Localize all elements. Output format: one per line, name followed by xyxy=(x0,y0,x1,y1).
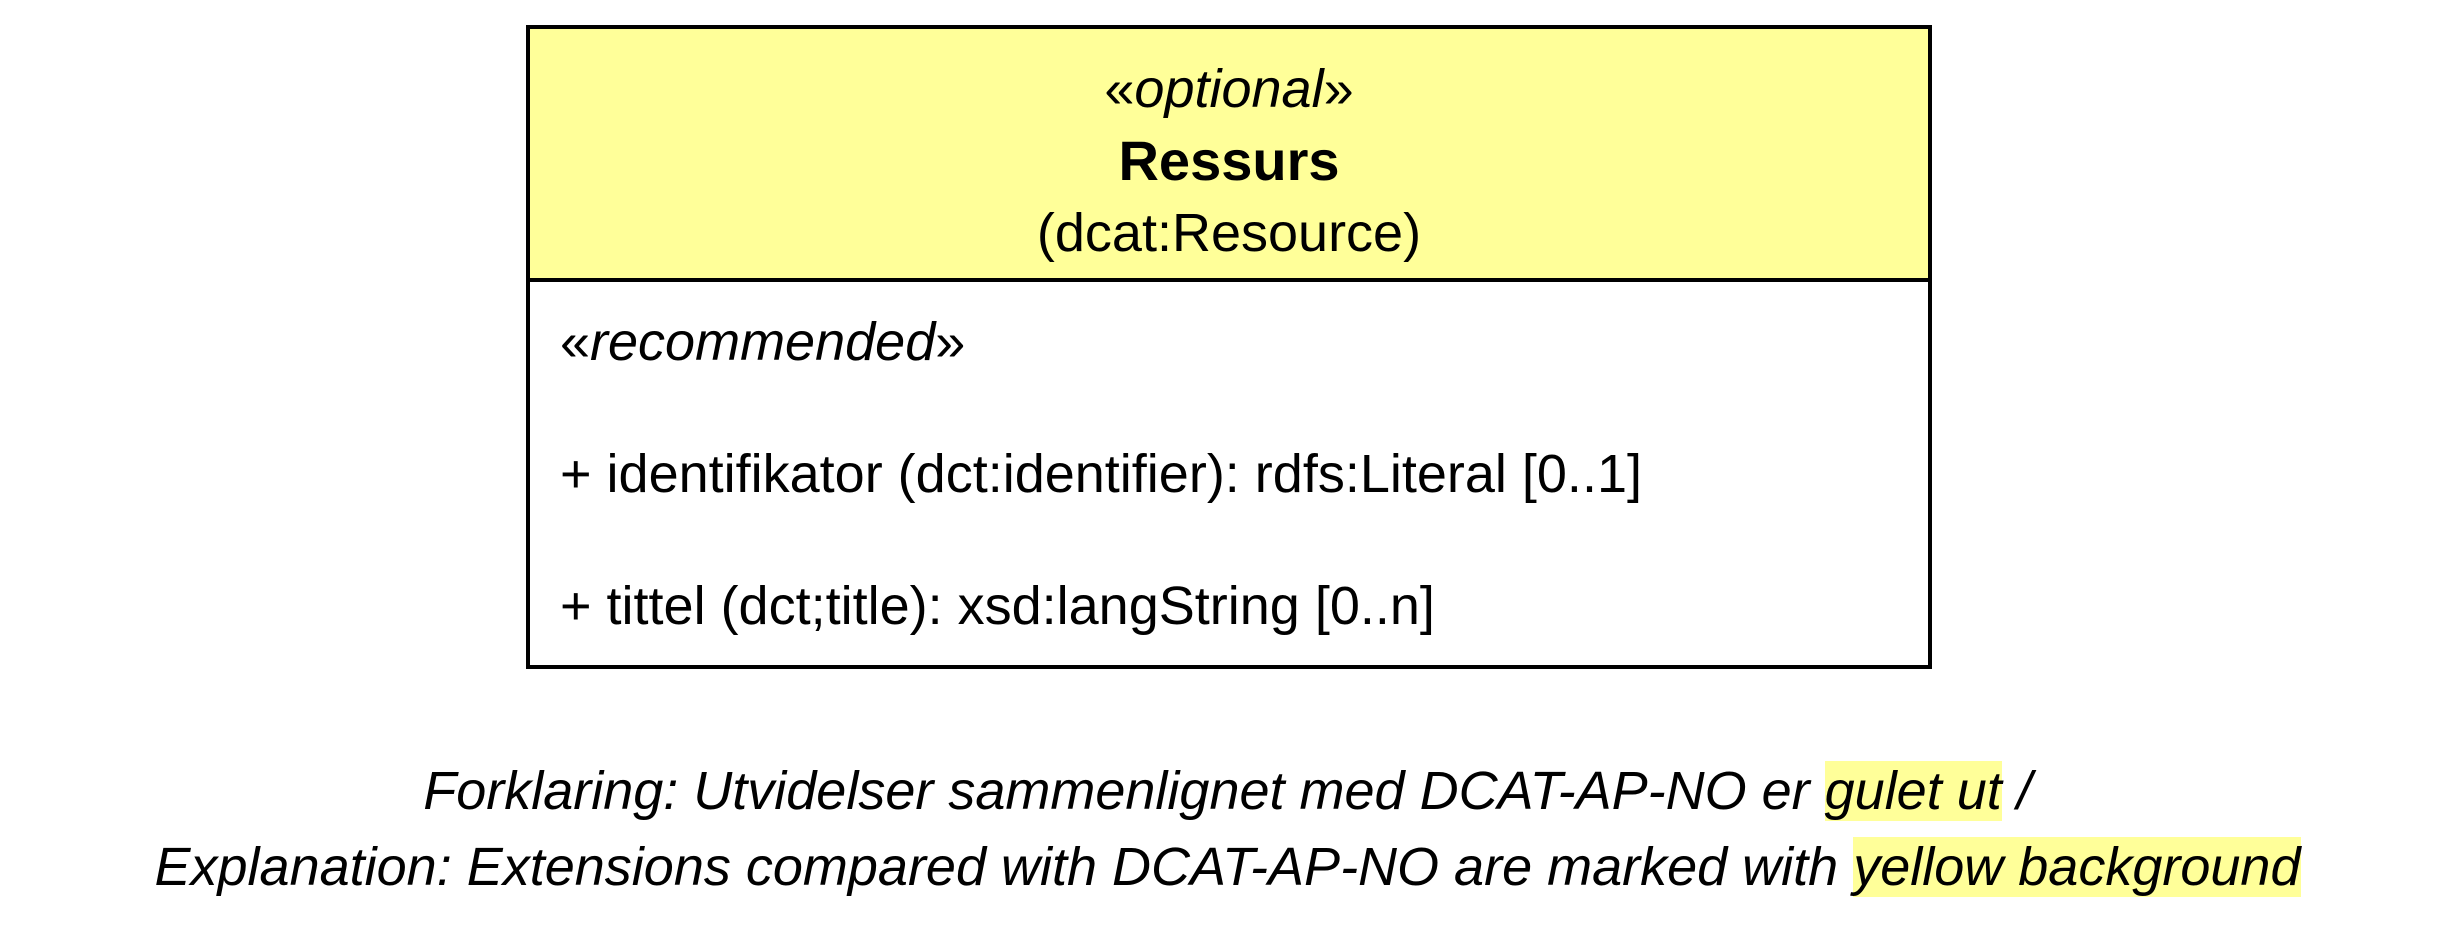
caption-line2-highlight: yellow background xyxy=(1853,837,2301,897)
stereotype-open-guillemet: « xyxy=(1104,59,1135,119)
caption-line-english: Explanation: Extensions compared with DC… xyxy=(0,829,2455,905)
attribute-row-identifikator: + identifikator (dct:identifier): rdfs:L… xyxy=(560,444,1642,504)
legend-caption: Forklaring: Utvidelser sammenlignet med … xyxy=(0,753,2455,905)
class-header: «optional» Ressurs (dcat:Resource) xyxy=(530,29,1928,282)
caption-line2-text: Explanation: Extensions compared with DC… xyxy=(154,837,1854,897)
caption-line-norwegian: Forklaring: Utvidelser sammenlignet med … xyxy=(0,753,2455,829)
attr-stereotype-close-guillemet: » xyxy=(935,312,966,372)
attribute-section: «recommended» + identifikator (dct:ident… xyxy=(530,282,1928,638)
class-uri: (dcat:Resource) xyxy=(1036,203,1422,263)
caption-line1-suffix: / xyxy=(2001,761,2032,821)
uml-class-box: «optional» Ressurs (dcat:Resource) «reco… xyxy=(526,25,1932,669)
stereotype-label: optional xyxy=(1134,59,1324,119)
class-name: Ressurs xyxy=(1118,129,1340,192)
caption-line1-text: Forklaring: Utvidelser sammenlignet med … xyxy=(423,761,1825,821)
attribute-group-stereotype: «recommended» xyxy=(560,310,1928,374)
attribute-row-tittel: + tittel (dct;title): xsd:langString [0.… xyxy=(560,576,1435,636)
class-stereotype: «optional» xyxy=(530,53,1928,125)
attr-stereotype-label: recommended xyxy=(590,312,936,372)
attr-stereotype-open-guillemet: « xyxy=(560,312,591,372)
stereotype-close-guillemet: » xyxy=(1323,59,1354,119)
caption-line1-highlight: gulet ut xyxy=(1824,761,2002,821)
